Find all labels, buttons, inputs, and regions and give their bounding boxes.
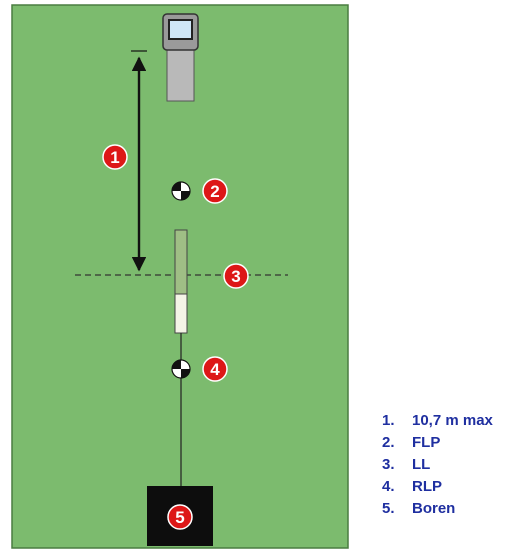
svg-text:4: 4 xyxy=(210,360,220,379)
svg-text:1: 1 xyxy=(110,148,119,167)
svg-text:5: 5 xyxy=(175,508,184,527)
front-locate-point-icon xyxy=(171,181,191,201)
legend-number: 1. xyxy=(382,412,395,429)
transmitter-icon xyxy=(174,229,188,334)
marker-3: 3 xyxy=(223,263,249,289)
legend-text: Boren xyxy=(412,500,456,517)
legend-number: 3. xyxy=(382,456,395,473)
svg-text:2: 2 xyxy=(210,182,219,201)
svg-text:3: 3 xyxy=(231,267,240,286)
marker-5: 5 xyxy=(167,504,193,530)
legend-number: 5. xyxy=(382,500,395,517)
legend-item-1: 1. 10,7 m max xyxy=(382,410,493,432)
legend-text: LL xyxy=(412,456,431,473)
rear-locate-point-icon xyxy=(171,359,191,379)
legend-number: 4. xyxy=(382,478,395,495)
handheld-locator-icon xyxy=(162,13,199,102)
legend: 1. 10,7 m max 2. FLP 3. LL 4. RLP 5. Boren xyxy=(382,410,493,520)
legend-item-4: 4. RLP xyxy=(382,476,493,498)
legend-item-5: 5. Boren xyxy=(382,498,493,520)
legend-number: 2. xyxy=(382,434,395,451)
marker-4: 4 xyxy=(202,356,228,382)
legend-text: RLP xyxy=(412,478,442,495)
legend-item-2: 2. FLP xyxy=(382,432,493,454)
marker-1: 1 xyxy=(102,144,128,170)
legend-text: FLP xyxy=(412,434,441,451)
legend-item-3: 3. LL xyxy=(382,454,493,476)
legend-text: 10,7 m max xyxy=(412,412,493,429)
marker-2: 2 xyxy=(202,178,228,204)
distance-arrow xyxy=(131,50,147,272)
